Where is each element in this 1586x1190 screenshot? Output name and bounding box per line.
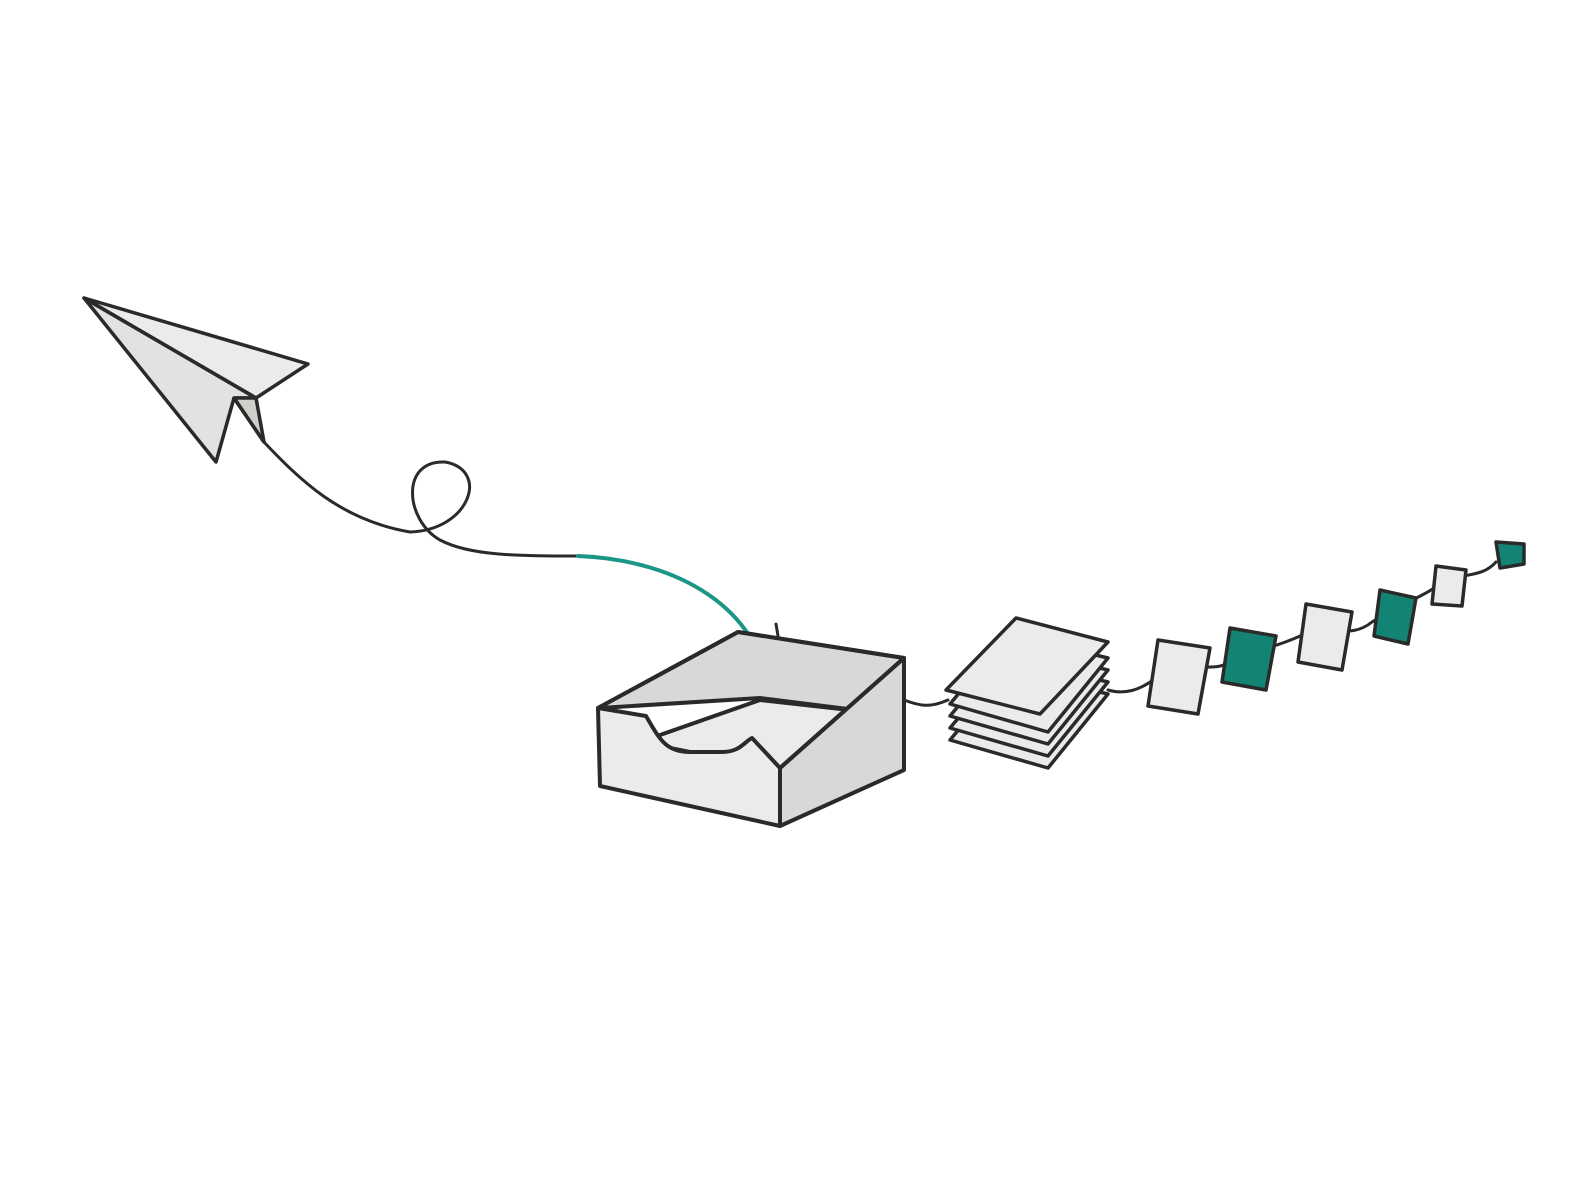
paper-plane-icon (82, 296, 310, 464)
card-accent (1372, 588, 1418, 646)
card-light (1296, 602, 1354, 672)
card-accent (1220, 626, 1278, 692)
card-light (1146, 638, 1212, 716)
card-chain (1146, 540, 1526, 716)
card-light (1430, 564, 1468, 608)
connector-tray-stack (902, 698, 950, 707)
flight-path (260, 438, 582, 558)
paper-stack-icon (944, 616, 1110, 770)
inbox-tray-icon (596, 630, 906, 828)
card-accent (1494, 540, 1526, 570)
